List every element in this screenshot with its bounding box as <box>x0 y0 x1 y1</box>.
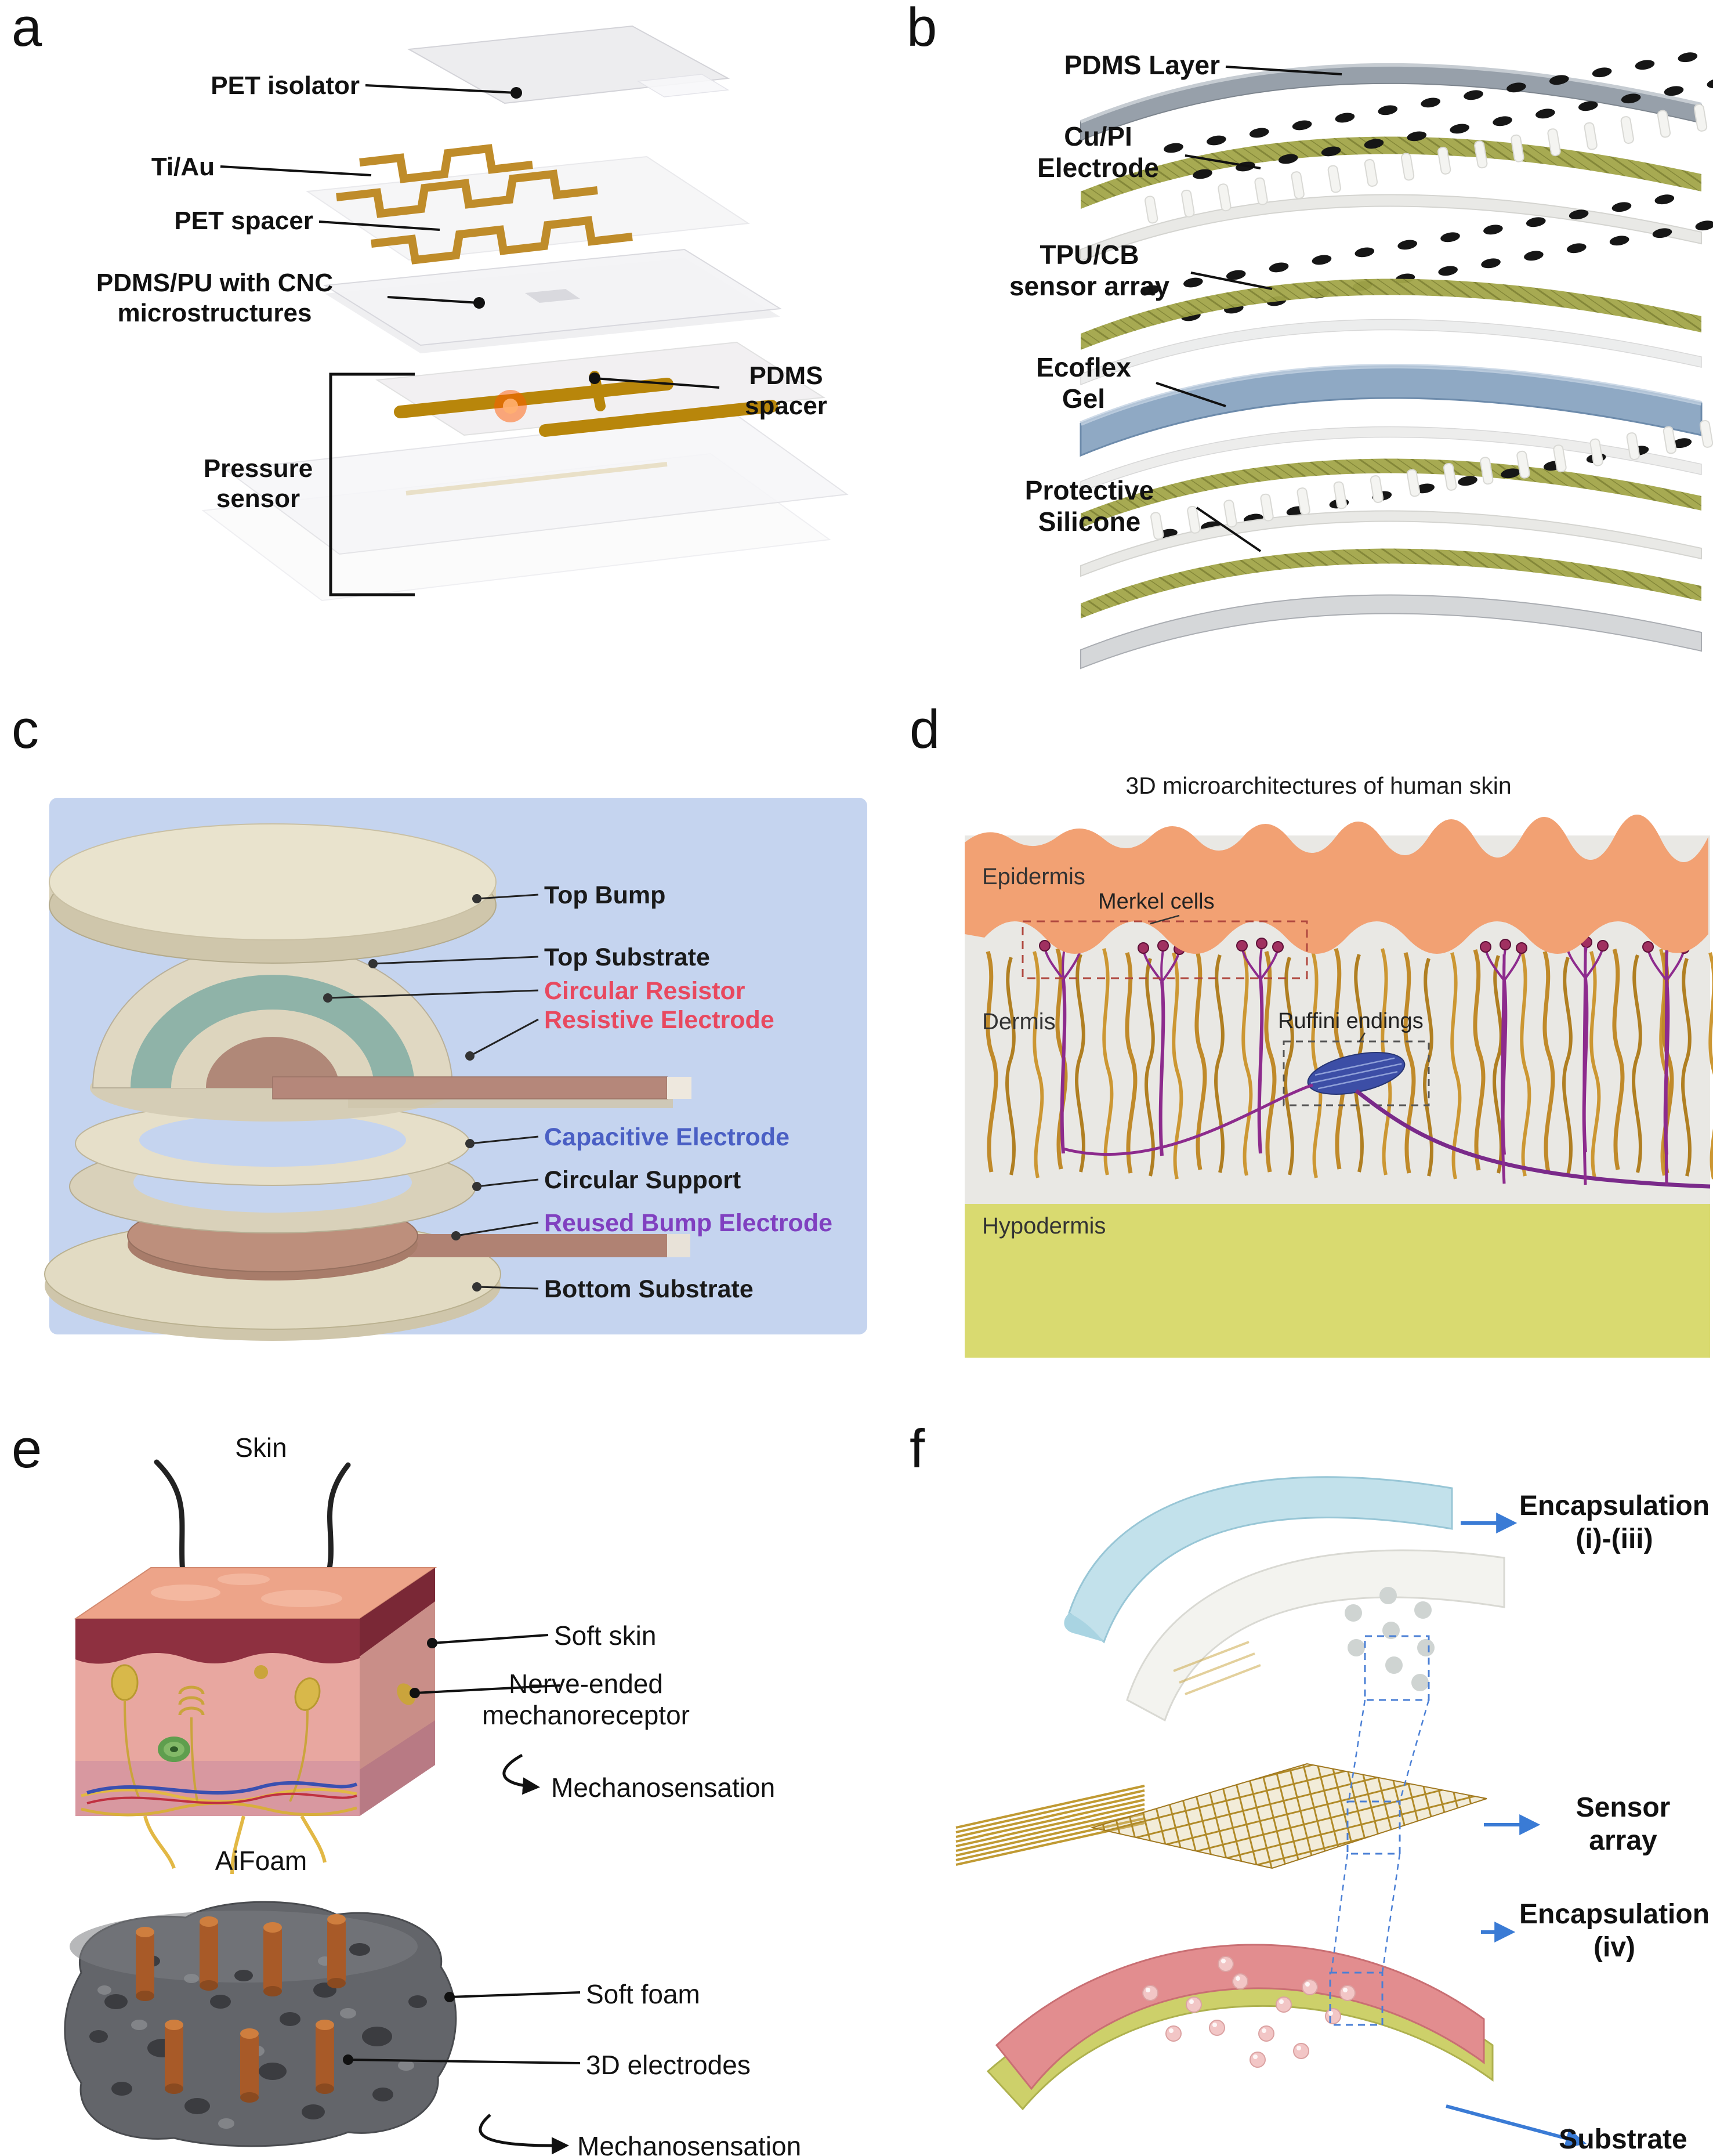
panel-letter-a: a <box>12 0 42 57</box>
panel-letter-d: d <box>910 699 940 759</box>
ridged-silicone-upper <box>1080 103 1708 262</box>
mesh-layer-2 <box>1081 278 1701 350</box>
ti-au-traces <box>336 144 633 265</box>
dome-sensor-illustration <box>44 798 867 1341</box>
panel-e: e Skin Soft skin Nerve-ended mechanorece… <box>0 1421 870 2156</box>
panel-f: f Encapsulation (i)-(iii) Sensor array E… <box>901 1421 1713 2156</box>
label-top-substrate: Top Substrate <box>544 943 710 971</box>
label-nerve-mechanoreceptor: Nerve-ended mechanoreceptor <box>482 1669 690 1731</box>
panel-letter-c: c <box>12 699 39 759</box>
label-encapsulation-i-iii: Encapsulation (i)-(iii) <box>1519 1491 1710 1554</box>
label-merkel-cells: Merkel cells <box>1098 889 1215 914</box>
dashed-detail-boxes <box>1329 1635 1430 2026</box>
label-tpu-cb-sensor-array: TPU/CB sensor array <box>1009 240 1170 302</box>
skin-cube <box>73 1459 437 1875</box>
perforated-encapsulation-sheet <box>1126 1549 1505 1722</box>
label-arrows <box>1446 1513 1587 2148</box>
pet-isolator-layer <box>407 25 730 104</box>
label-pdms-spacer: PDMS spacer <box>745 361 827 420</box>
dome-cross-section <box>90 942 691 1122</box>
layer-stack-exploded-illustration <box>1080 50 1713 670</box>
label-connectors <box>1150 914 1366 1043</box>
label-capacitive-electrode: Capacitive Electrode <box>544 1123 790 1151</box>
aifoam-title: AiFoam <box>215 1846 307 1876</box>
label-hypodermis: Hypodermis <box>982 1213 1106 1239</box>
label-pet-spacer: PET spacer <box>174 207 313 235</box>
label-circular-support: Circular Support <box>544 1166 741 1194</box>
panel-letter-f: f <box>910 1418 925 1479</box>
label-mechanosensation-skin: Mechanosensation <box>551 1772 776 1803</box>
merkel-cells-dashed-box <box>1022 920 1308 979</box>
label-pressure-sensor: Pressure sensor <box>203 454 313 513</box>
hypodermis-region <box>965 1204 1710 1358</box>
nerve-fibers <box>1063 946 1711 1189</box>
outer-encapsulation-shell <box>1064 1476 1453 1644</box>
ecoflex-gel-slab <box>1080 364 1703 457</box>
label-sensor-array: Sensor array <box>1576 1792 1671 1856</box>
label-dermis: Dermis <box>982 1009 1056 1034</box>
panel-c: c Top Bump Top Substrate Circular Resist… <box>0 685 870 1398</box>
skin-and-aifoam-illustration <box>64 1459 581 2155</box>
label-ti-au: Ti/Au <box>151 153 215 181</box>
label-ruffini-endings: Ruffini endings <box>1278 1009 1424 1033</box>
pressure-sensor-exploded-illustration <box>201 25 849 602</box>
leader-lines <box>323 893 539 1292</box>
aifoam-block <box>64 1901 457 2147</box>
label-circular-resistor: Circular Resistor <box>544 977 745 1005</box>
skin-title: Skin <box>235 1432 287 1463</box>
label-pdms-pu-cnc: PDMS/PU with CNC microstructures <box>96 269 334 327</box>
panel-letter-b: b <box>907 0 937 57</box>
label-reused-bump-electrode: Reused Bump Electrode <box>544 1209 832 1237</box>
gel-droplets <box>1142 1956 1356 2068</box>
leader-lines <box>1156 66 1342 552</box>
bottom-gray-sheet <box>1080 594 1702 670</box>
human-skin-microarchitecture-illustration <box>965 814 1713 1358</box>
panel-letter-e: e <box>12 1418 42 1479</box>
substrate-arch <box>986 1944 1494 2111</box>
label-mechanosensation-aifoam: Mechanosensation <box>577 2131 802 2156</box>
label-pet-isolator: PET isolator <box>211 71 360 100</box>
label-soft-foam: Soft foam <box>586 1979 700 2009</box>
encapsulation-sensor-exploded-illustration <box>955 1476 1587 2148</box>
pressure-sensor-layer <box>201 412 849 602</box>
label-ecoflex-gel: Ecoflex Gel <box>1036 352 1131 414</box>
label-encapsulation-iv: Encapsulation (iv) <box>1519 1899 1710 1963</box>
thin-white-sheet-1 <box>1080 319 1702 386</box>
label-soft-skin: Soft skin <box>554 1620 657 1651</box>
mesh-layer-4 <box>1081 548 1701 618</box>
panel-b: b PDMS Layer Cu/PI Electrode TPU/CB sens… <box>901 0 1713 673</box>
panel-d: d 3D microarchitectures of human skin Ep… <box>901 685 1713 1398</box>
leader-lines <box>220 84 720 596</box>
label-top-bump: Top Bump <box>544 881 666 909</box>
pdms-pu-cnc-layer <box>323 248 783 353</box>
label-resistive-electrode: Resistive Electrode <box>544 1006 774 1034</box>
leader-lines <box>343 1634 581 2155</box>
label-pdms-layer: PDMS Layer <box>1064 50 1220 80</box>
thin-white-sheet-2 <box>1080 426 1702 493</box>
label-bottom-substrate: Bottom Substrate <box>544 1275 754 1303</box>
capacitive-electrode-ring <box>75 1101 470 1186</box>
pdms-spacer-layer <box>375 341 825 437</box>
sensor-array-mesh <box>955 1763 1487 1869</box>
top-bump-disc <box>49 823 497 964</box>
cu-pi-electrode-mesh <box>1081 50 1713 209</box>
pet-spacer-layer <box>306 155 750 261</box>
mesh-layer-3 <box>1081 458 1701 528</box>
label-epidermis: Epidermis <box>982 864 1085 889</box>
panel-a: a PET isolator Ti/Au PET spacer PDMS/PU … <box>0 0 870 673</box>
label-substrate: Substrate <box>1559 2124 1687 2155</box>
label-3d-electrodes: 3D electrodes <box>586 2050 751 2080</box>
panel-d-title: 3D microarchitectures of human skin <box>1125 772 1512 799</box>
ridged-silicone-lower <box>1080 419 1713 577</box>
label-protective-silicone: Protective Silicone <box>1024 475 1154 537</box>
label-cu-pi-electrode: Cu/PI Electrode <box>1037 121 1159 183</box>
epidermis-region <box>965 814 1708 954</box>
